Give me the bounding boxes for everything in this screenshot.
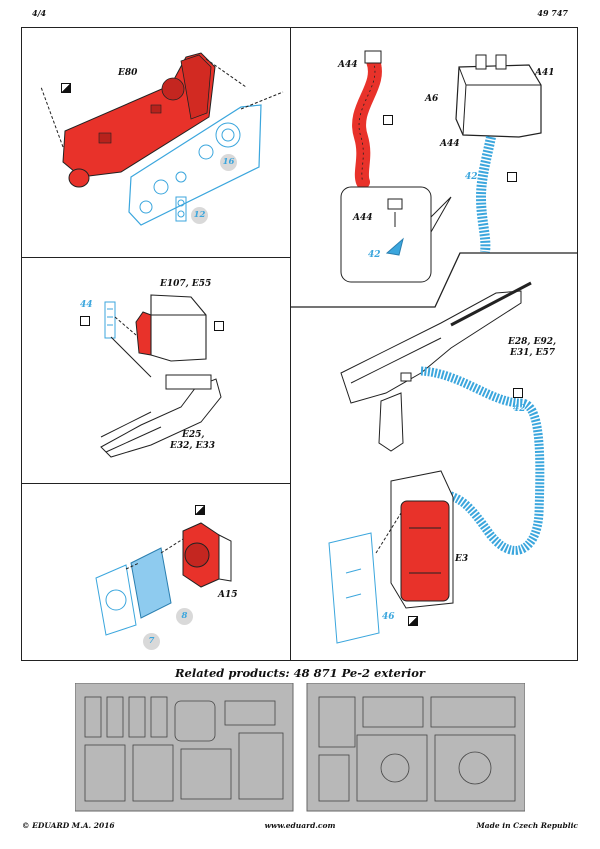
part-label-e28-e92: E28, E92, xyxy=(508,337,557,347)
part-label-a44-top: A44 xyxy=(338,60,358,70)
etch-ref-12: 12 xyxy=(191,207,208,224)
etch-ref-42: 42 xyxy=(513,404,526,414)
part-label-a15: A15 xyxy=(218,590,238,600)
catalog-number: 49 747 xyxy=(537,8,568,18)
related-product-fret-images[interactable] xyxy=(75,683,525,813)
gunsight-drawing xyxy=(95,522,232,636)
etch-ref-42-main: 42 xyxy=(465,172,478,182)
part-label-a44-mid: A44 xyxy=(440,139,460,149)
etch-ref-42-inset: 42 xyxy=(368,250,381,260)
etch-ref-8: 8 xyxy=(176,608,193,625)
part-label-a6: A6 xyxy=(425,94,439,104)
etch-ref-16: 16 xyxy=(220,154,237,171)
check-icon xyxy=(80,316,90,326)
machine-gun-drawing xyxy=(328,281,545,644)
fold-icon xyxy=(214,321,224,331)
part-label-e32-e33: E32, E33 xyxy=(170,441,216,451)
part-label-e31-e57: E31, E57 xyxy=(510,348,556,358)
etch-ref-7: 7 xyxy=(143,633,160,650)
part-label-e107-e55: E107, E55 xyxy=(160,279,212,289)
made-in: Made in Czech Republic xyxy=(476,821,578,830)
related-products-heading: Related products: 48 871 Pe-2 exterior xyxy=(0,666,600,680)
copyright: © EDUARD M.A. 2016 xyxy=(22,821,115,830)
ammo-box-drawing xyxy=(340,50,542,283)
part-label-a44-inset: A44 xyxy=(353,213,373,223)
etch-ref-46: 46 xyxy=(382,612,395,622)
page-number: 4/4 xyxy=(32,8,47,18)
fold-icon xyxy=(383,115,393,125)
etch-ref-44: 44 xyxy=(80,300,93,310)
check-icon xyxy=(513,388,523,398)
website-link[interactable]: www.eduard.com xyxy=(264,821,336,830)
part-label-e3: E3 xyxy=(455,554,469,564)
gun-bracket-drawing xyxy=(100,294,222,458)
panel-4-frame xyxy=(21,483,291,661)
attach-icon xyxy=(408,616,418,626)
related-label: Related products: xyxy=(174,666,290,680)
check-icon xyxy=(507,172,517,182)
related-product[interactable]: 48 871 Pe-2 exterior xyxy=(293,666,425,680)
part-label-e25: E25, xyxy=(182,430,205,440)
instrument-panel-drawing xyxy=(40,52,284,226)
attach-icon xyxy=(61,83,71,93)
attach-icon xyxy=(195,505,205,515)
part-label-a41: A41 xyxy=(535,68,555,78)
part-label-e80: E80 xyxy=(118,68,138,78)
